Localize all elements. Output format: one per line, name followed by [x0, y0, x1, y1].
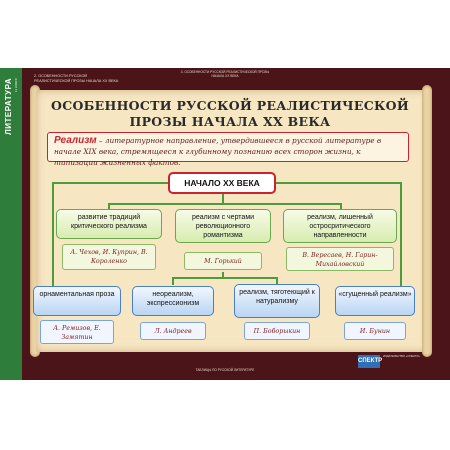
connector-b3-down — [340, 203, 342, 209]
connector-sub2-up — [172, 277, 174, 285]
publisher-logo: СПЕКТР — [358, 355, 382, 368]
connector-center-down — [222, 272, 224, 278]
sub-ornamental-prose-authors: А. Ремизов, Е. Замятин — [40, 320, 114, 344]
sub-naturalism: реализм, тяготеющий к натурализму — [234, 284, 320, 318]
connector-sub3-up — [276, 277, 278, 285]
definition-box: Реализм – литературное направление, утве… — [47, 132, 409, 167]
branch-revolutionary-romanticism: реализм с чертами революционного романти… — [175, 209, 271, 243]
connector-root-left — [52, 182, 168, 184]
subject-strip: ЛИТЕРАТУРА 11 КЛАСС — [0, 68, 22, 380]
branch-realism-without-criticism-authors: В. Вересаев, Н. Гарин-Михайловский — [286, 247, 394, 271]
sub-dense-realism: «сгущенный реализм» — [335, 286, 415, 316]
connector-root-right — [276, 182, 401, 184]
publisher-caption: ИЗДАТЕЛЬСТВО «СПЕКТР» — [383, 354, 420, 358]
branch-revolutionary-romanticism-authors: М. Горький — [184, 252, 262, 270]
header-caption: 2. ОСОБЕННОСТИ РУССКОЙ РЕАЛИСТИЧЕСКОЙ ПР… — [34, 74, 119, 83]
connector-right-vertical — [400, 182, 402, 290]
connector-left-vertical — [52, 182, 54, 290]
branch-critical-realism: развитие традиций критического реализма — [56, 209, 162, 239]
sub-neorealism-authors: Л. Андреев — [140, 322, 206, 340]
branch-critical-realism-authors: А. Чехов, И. Куприн, В. Короленко — [62, 244, 156, 270]
scroll-roll-left — [30, 85, 40, 357]
connector-b1-down — [108, 203, 110, 209]
definition-text: – литературное направление, утвердившеес… — [54, 136, 382, 167]
grade-label: 11 КЛАСС — [14, 78, 18, 92]
sub-dense-realism-authors: И. Бунин — [344, 322, 406, 340]
sub-neorealism: неореализм, экспрессионизм — [132, 286, 214, 316]
sub-naturalism-authors: П. Боборыкин — [244, 322, 310, 340]
branch-realism-without-criticism: реализм, лишенный остросритического напр… — [283, 209, 397, 243]
connector-sub-horizontal — [172, 277, 276, 279]
poster-title: ОСОБЕННОСТИ РУССКОЙ РЕАЛИСТИЧЕСКОЙ ПРОЗЫ… — [51, 98, 409, 129]
scroll-roll-right — [422, 85, 432, 357]
footer-caption: ТАБЛИЦЫ ПО РУССКОЙ ЛИТЕРАТУРЕ — [195, 368, 255, 372]
definition-term: Реализм — [54, 135, 97, 146]
top-center-caption: 3. ОСОБЕННОСТИ РУССКОЙ РЕАЛИСТИЧЕСКОЙ ПР… — [180, 70, 270, 78]
connector-mid-horizontal — [108, 203, 340, 205]
connector-root-down — [222, 194, 224, 204]
sub-ornamental-prose: орнаментальная проза — [33, 286, 121, 316]
root-node: НАЧАЛО XX ВЕКА — [168, 172, 276, 194]
